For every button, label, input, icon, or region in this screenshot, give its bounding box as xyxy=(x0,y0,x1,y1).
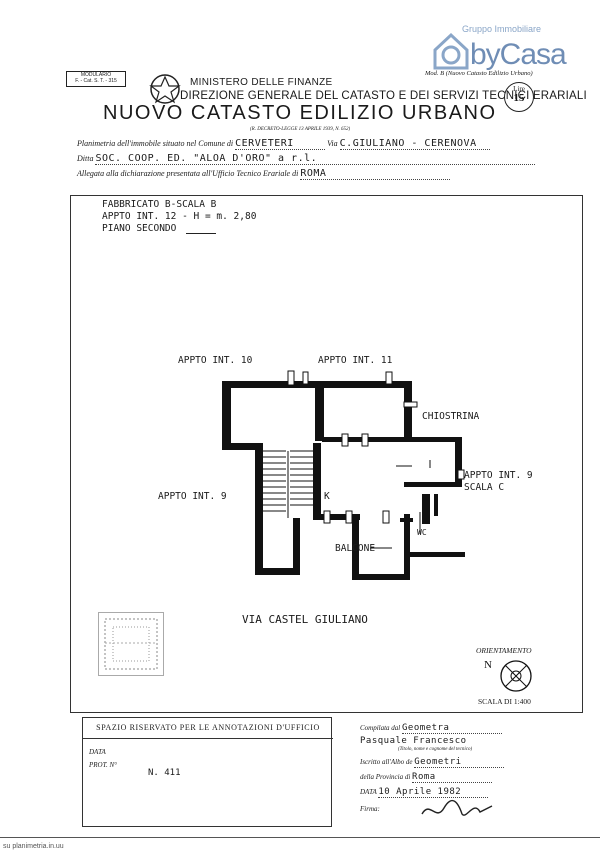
label-street: VIA CASTEL GIULIANO xyxy=(242,613,368,626)
date-line: DATA 10 Aprile 1982 xyxy=(360,787,489,798)
walls xyxy=(222,381,465,580)
page-title: NUOVO CATASTO EDILIZIO URBANO xyxy=(103,102,497,124)
plan-label: Planimetria dell'immobile situato nel Co… xyxy=(77,139,234,148)
modulario-box: MODULARIO F. - Cat. S. T. - 315 xyxy=(66,71,126,87)
annotations-box: SPAZIO RISERVATO PER LE ANNOTAZIONI D'UF… xyxy=(82,717,333,827)
albo-value: Geometri xyxy=(414,757,505,768)
ditta-label: Ditta xyxy=(77,154,94,163)
footer-text: su planimetria.in.uu xyxy=(3,843,64,850)
annotations-data-label: DATA xyxy=(89,748,106,756)
albo-label: Iscritto all'Albo de xyxy=(360,758,413,766)
label-wc: WC xyxy=(417,528,427,537)
stamp-pattern xyxy=(104,618,158,670)
firma-line: Firma: xyxy=(360,805,380,813)
tech-name: Pasquale Francesco xyxy=(360,736,467,746)
name-note: (Titolo, nome e cognome del tecnico) xyxy=(398,747,473,752)
label-appto-11: APPTO INT. 11 xyxy=(318,355,393,366)
plan-note-2: APPTO INT. 12 - H = m. 2,80 xyxy=(102,211,257,222)
signature xyxy=(421,799,493,816)
albo-line: Iscritto all'Albo de Geometri xyxy=(360,757,505,768)
compilata-label: Compilata dal xyxy=(360,724,401,732)
north-label: N xyxy=(484,659,492,671)
plan-line: Planimetria dell'immobile situato nel Co… xyxy=(77,138,490,150)
label-appto-10: APPTO INT. 10 xyxy=(178,355,253,366)
annotations-value: N. 411 xyxy=(148,768,181,778)
compilata-value: Geometra xyxy=(402,723,503,734)
annotations-prot-label: PROT. N° xyxy=(89,761,117,769)
plan-note-1: FABBRICATO B-SCALA B xyxy=(102,199,217,210)
office-stamp xyxy=(98,612,164,676)
provincia-label: della Provincia di xyxy=(360,773,411,781)
law-reference: (R. DECRETO-LEGGE 13 APRILE 1939, N. 652… xyxy=(250,127,351,132)
label-chiostrina: CHIOSTRINA xyxy=(422,411,480,422)
annotations-title: SPAZIO RISERVATO PER LE ANNOTAZIONI D'UF… xyxy=(83,718,333,739)
fixtures xyxy=(370,460,431,549)
provincia-line: della Provincia di Roma xyxy=(360,772,493,783)
label-kitchen: K xyxy=(324,491,330,502)
firma-label: Firma: xyxy=(360,805,380,813)
lire-label: Lire xyxy=(513,85,525,93)
label-scala-c: SCALA C xyxy=(464,482,505,493)
ditta-value: SOC. COOP. ED. "ALOA D'ORO" a r.l. xyxy=(95,153,536,165)
direction-name: DIREZIONE GENERALE DEL CATASTO E DEI SER… xyxy=(180,90,587,102)
house-icon xyxy=(433,32,469,70)
label-balcone: BALCONE xyxy=(335,543,376,554)
underline xyxy=(186,233,216,234)
ministry-name: MINISTERO DELLE FINANZE xyxy=(190,77,333,88)
staircase xyxy=(263,450,313,518)
compass-icon: N xyxy=(484,659,532,692)
footer-divider xyxy=(0,837,600,838)
name-line: Pasquale Francesco xyxy=(360,736,467,746)
compilata-line: Compilata dal Geometra xyxy=(360,723,503,734)
model-label: Mod. B (Nuovo Catasto Edilizio Urbano) xyxy=(425,70,533,77)
orientation-label: ORIENTAMENTO xyxy=(476,646,532,655)
allegata-label: Allegata alla dichiarazione presentata a… xyxy=(77,169,299,178)
stamp-value: Lire 15 xyxy=(504,82,534,112)
ufficio-value: ROMA xyxy=(300,168,451,180)
comune-value: CERVETERI xyxy=(235,138,326,150)
openings xyxy=(287,370,465,524)
ditta-line: Ditta SOC. COOP. ED. "ALOA D'ORO" a r.l. xyxy=(77,153,536,165)
agency-logo: Gruppo Immobiliare byCasa xyxy=(432,18,592,76)
via-value: C.GIULIANO - CERENOVA xyxy=(339,138,490,150)
logo-tagline: Gruppo Immobiliare xyxy=(462,24,542,34)
date-value: 10 Aprile 1982 xyxy=(378,787,489,798)
allegata-line: Allegata alla dichiarazione presentata a… xyxy=(77,168,451,180)
label-appto-9-right: APPTO INT. 9 xyxy=(464,470,533,481)
logo-name: byCasa xyxy=(470,38,567,71)
via-label: Via xyxy=(327,139,338,148)
lire-value: 15 xyxy=(513,92,525,104)
provincia-value: Roma xyxy=(412,772,493,783)
plan-note-3: PIANO SECONDO xyxy=(102,223,177,234)
label-appto-9-left: APPTO INT. 9 xyxy=(158,491,227,502)
emblem-icon xyxy=(149,74,181,104)
plan-frame xyxy=(70,195,583,713)
date-label: DATA xyxy=(360,788,377,796)
scale-label: SCALA DI 1:400 xyxy=(478,697,531,706)
